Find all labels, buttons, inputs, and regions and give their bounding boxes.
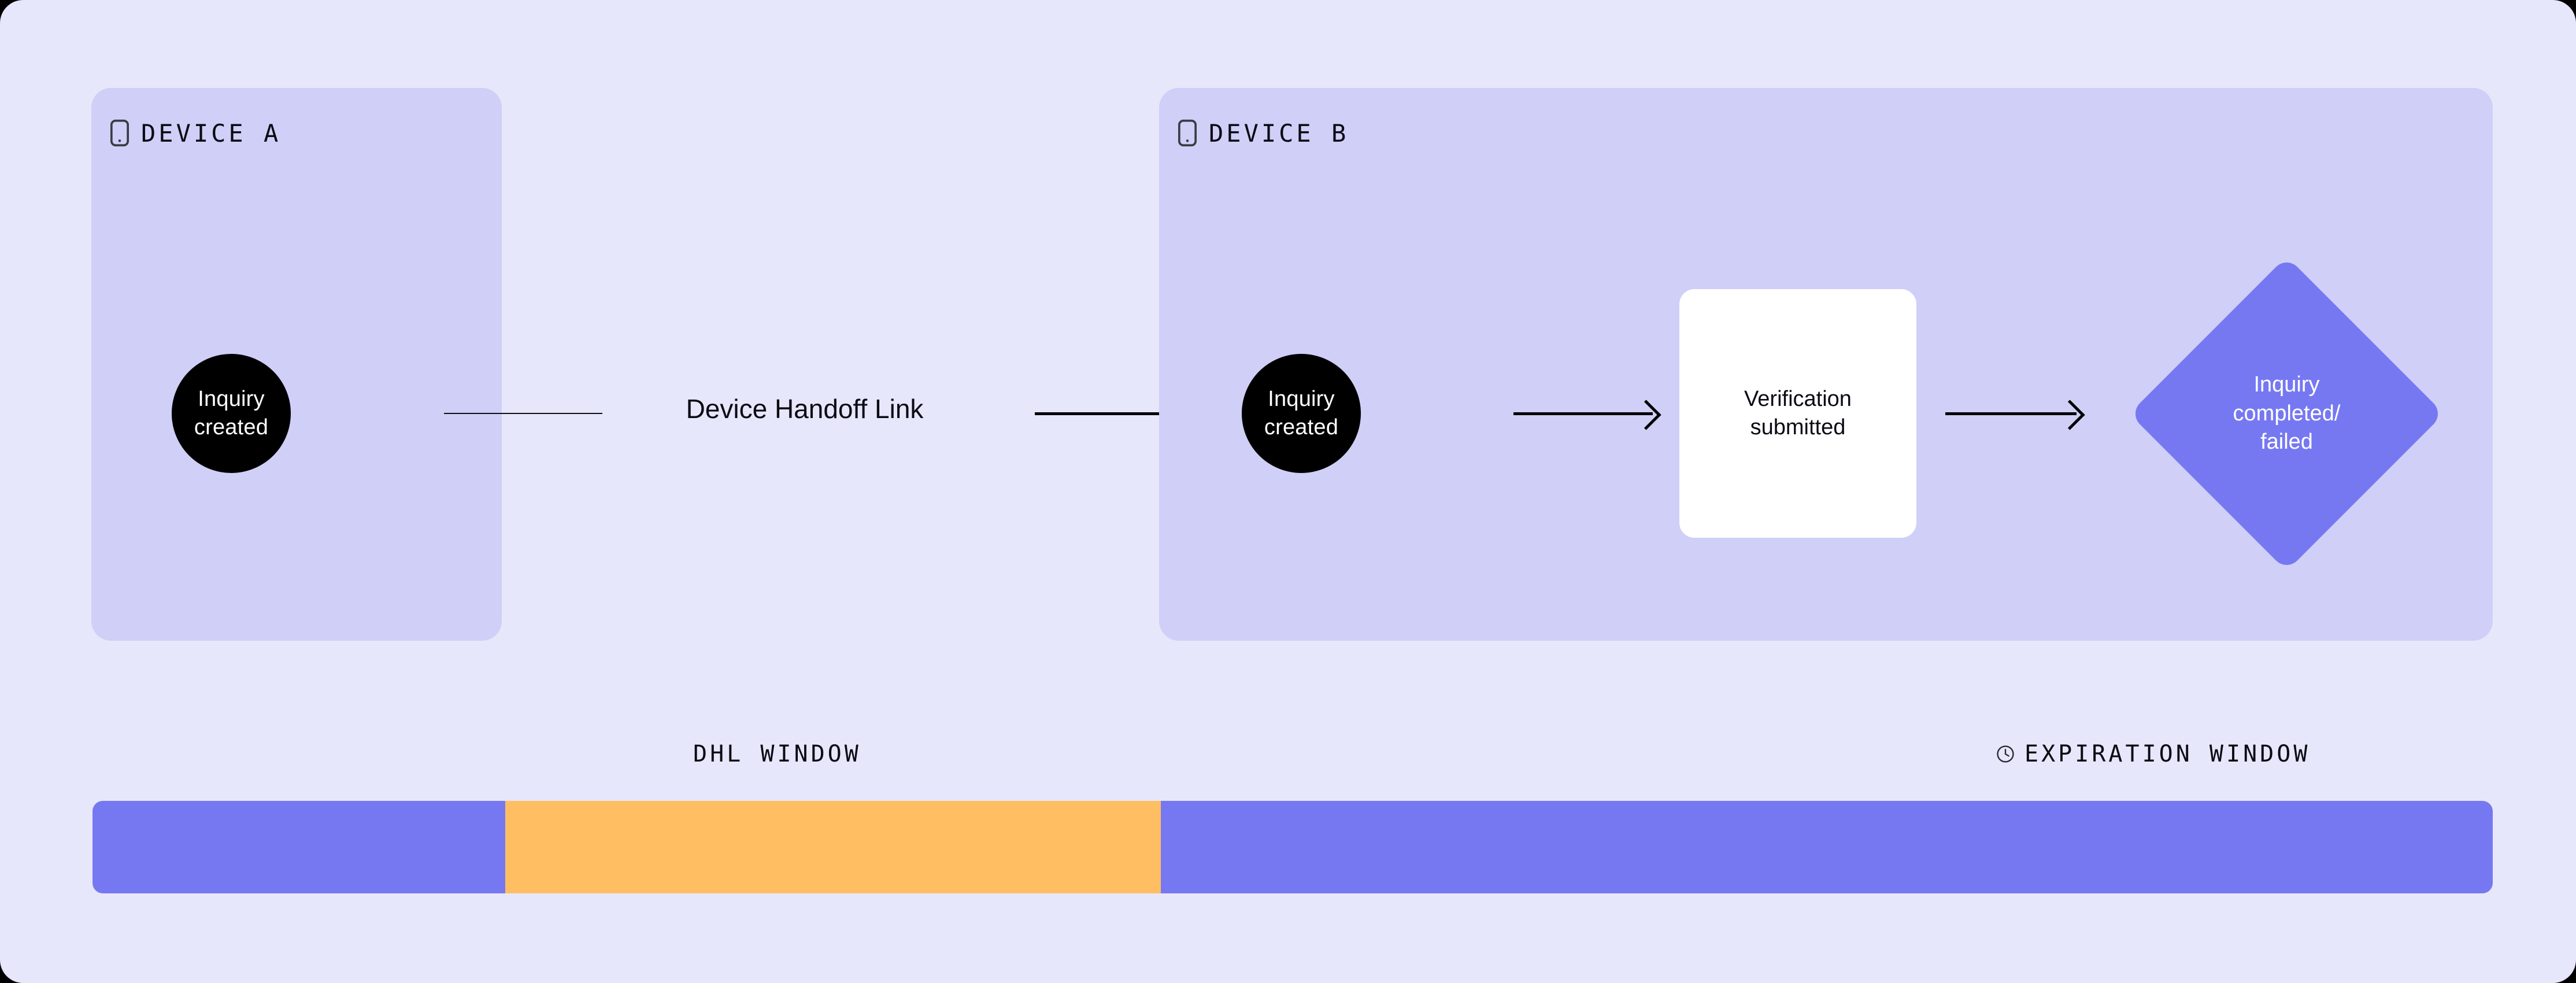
- arrow-inquiry-to-verification: [1513, 400, 1663, 430]
- expiration-window-text: EXPIRATION WINDOW: [2024, 741, 2311, 767]
- node-label: Inquiry created: [1264, 387, 1339, 439]
- device-a-card: [91, 88, 502, 641]
- arrow-verification-to-outcome: [1945, 400, 2086, 430]
- timeline-bar[interactable]: [92, 801, 2493, 893]
- arrow-handoff-to-device-b: [1035, 400, 1208, 430]
- device-b-title: DEVICE B: [1209, 119, 1349, 147]
- dhl-window-label: DHL WINDOW: [693, 741, 861, 767]
- device-handoff-line: [444, 413, 602, 414]
- node-verification-submitted[interactable]: Verification submitted: [1679, 289, 1916, 538]
- expiration-window-label: EXPIRATION WINDOW: [1996, 741, 2310, 767]
- timeline-segment-expiration-window: [1160, 801, 2493, 893]
- arrow-shaft: [1035, 412, 1198, 415]
- mobile-phone-icon: [110, 119, 129, 147]
- node-label: Inquiry completed/ failed: [2233, 372, 2341, 454]
- timeline-segment-pre-dhl: [92, 801, 506, 893]
- device-a-title: DEVICE A: [141, 119, 282, 147]
- dhl-window-text: DHL WINDOW: [693, 741, 861, 767]
- node-inquiry-created-device-a[interactable]: Inquiry created: [172, 354, 291, 473]
- node-label: Inquiry created: [194, 387, 269, 439]
- device-handoff-link-label: Device Handoff Link: [686, 394, 924, 424]
- device-b-header: DEVICE B: [1178, 119, 1349, 147]
- node-inquiry-completed-failed[interactable]: Inquiry completed/ failed: [2129, 256, 2444, 571]
- mobile-phone-icon: [1178, 119, 1197, 147]
- clock-icon: [1996, 744, 2015, 764]
- arrow-head-icon: [1631, 400, 1661, 430]
- arrow-head-icon: [2055, 400, 2085, 430]
- device-a-header: DEVICE A: [110, 119, 281, 147]
- arrow-shaft: [1513, 412, 1653, 415]
- node-label: Verification submitted: [1744, 387, 1852, 439]
- node-inquiry-created-device-b[interactable]: Inquiry created: [1242, 354, 1361, 473]
- timeline-segment-dhl-window: [505, 801, 1161, 893]
- arrow-shaft: [1945, 412, 2077, 415]
